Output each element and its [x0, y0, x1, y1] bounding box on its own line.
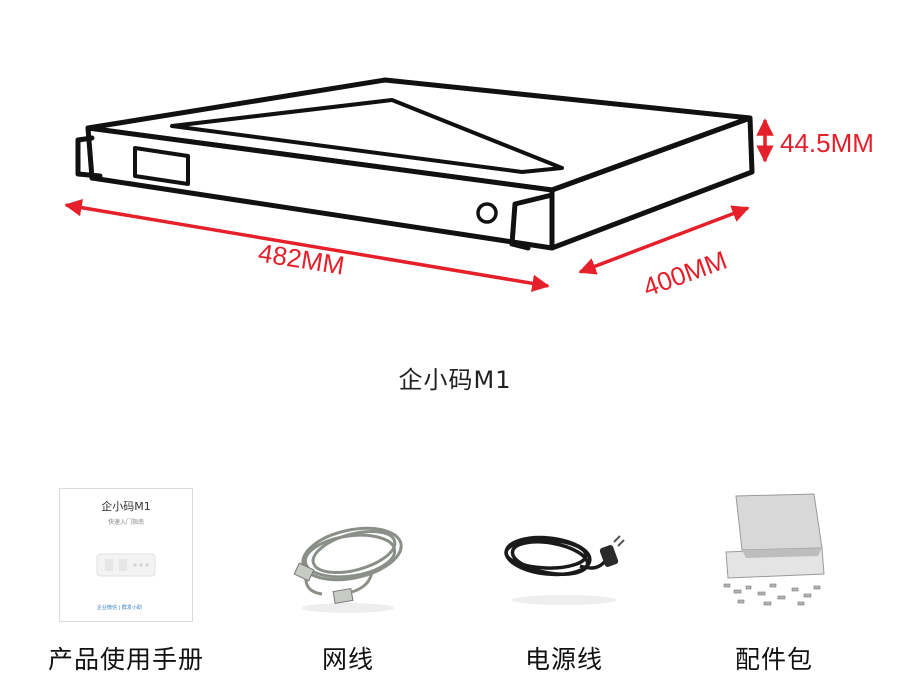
- height-dimension: 44.5MM: [756, 118, 874, 163]
- accessory-label-accessory-kit: 配件包: [734, 645, 813, 674]
- kit-screws: [723, 583, 821, 606]
- manual-title: 企小码M1: [101, 499, 151, 513]
- depth-dimension: 400MM: [578, 205, 750, 303]
- network-cable-image: [282, 510, 414, 615]
- accessory-label-network-cable: 网线: [321, 645, 374, 674]
- accessory-kit-image: [718, 492, 830, 610]
- manual-device-icon: [96, 553, 156, 577]
- width-label: 482MM: [256, 238, 346, 281]
- height-label: 44.5MM: [780, 128, 874, 158]
- power-cable-image: [498, 520, 630, 610]
- product-name: 企小码M1: [398, 366, 512, 394]
- device-drawing: 482MM 400MM 44.5MM: [64, 77, 874, 303]
- rj45-plug-left: [293, 562, 315, 582]
- manual-image: 企小码M1 快速入门指南 企业微信 | 群发小助: [59, 488, 193, 622]
- depth-label: 400MM: [639, 245, 731, 303]
- rj45-plug-right: [332, 587, 354, 605]
- power-plug: [599, 535, 625, 567]
- manual-logo-text: 企业微信 | 群发小助: [97, 604, 142, 611]
- kit-box: [725, 493, 825, 579]
- accessory-label-power-cable: 电源线: [524, 645, 603, 674]
- accessory-label-manual: 产品使用手册: [47, 645, 204, 674]
- manual-subtitle: 快速入门指南: [108, 518, 144, 526]
